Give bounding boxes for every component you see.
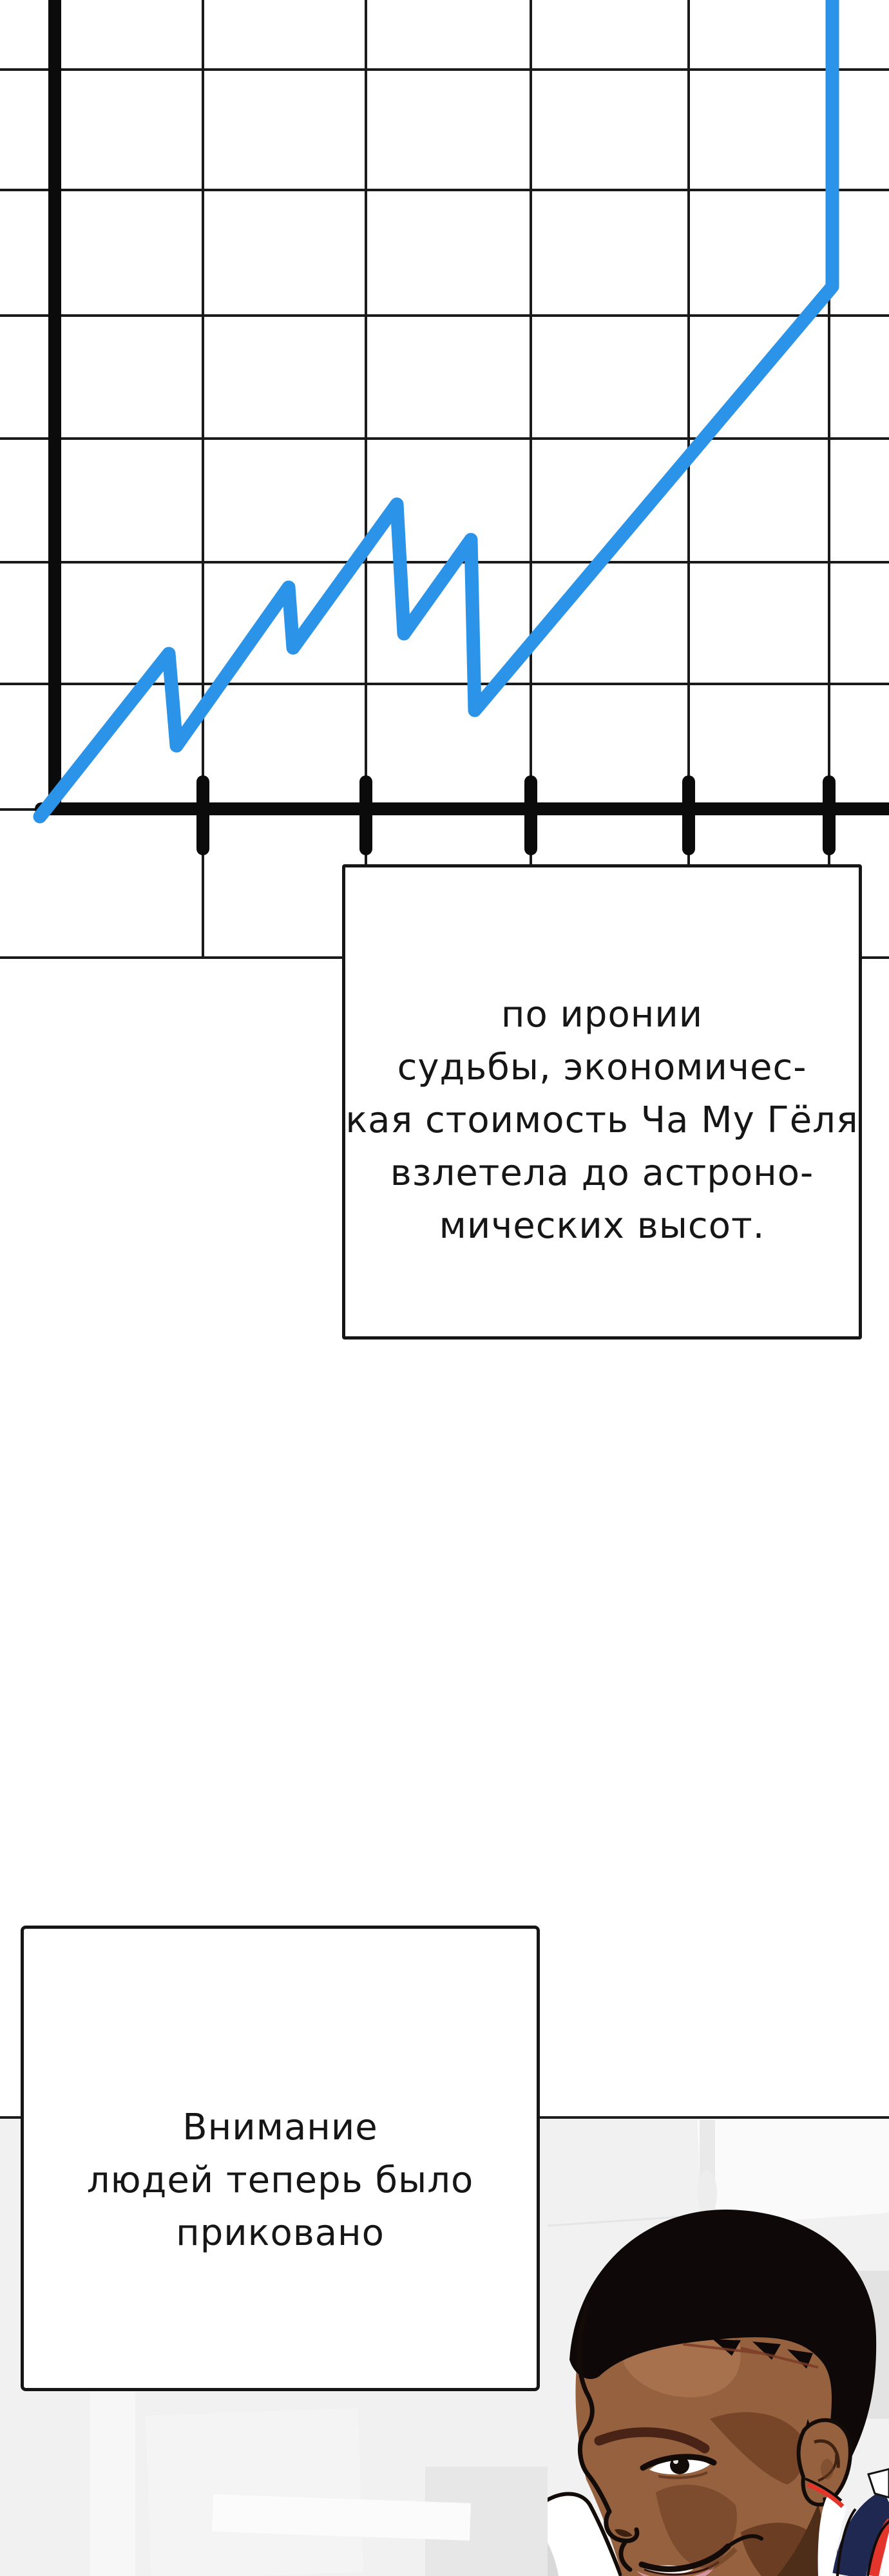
shirt-corner bbox=[867, 2468, 889, 2499]
narration-line: по иронии bbox=[501, 994, 703, 1036]
hairline-strands bbox=[712, 2339, 813, 2369]
nose-outline bbox=[604, 2509, 640, 2543]
ear bbox=[796, 2418, 852, 2507]
wall-line bbox=[548, 2116, 889, 2119]
mouth bbox=[636, 2534, 763, 2576]
face-outline bbox=[577, 2302, 640, 2572]
narration-line: судьбы, экономичес- bbox=[397, 1046, 807, 1088]
under-jaw-shadow bbox=[777, 2504, 825, 2576]
narration-line: Внимание bbox=[182, 2107, 378, 2148]
jacket-collar bbox=[805, 2468, 889, 2576]
narration-line: приковано bbox=[176, 2212, 385, 2254]
narration-line: кая стоимость Ча Му Гёля bbox=[345, 1099, 859, 1141]
narration-line: взлетела до астроно- bbox=[390, 1152, 814, 1194]
smile-crease bbox=[726, 2534, 763, 2548]
narration-box-attention: Внимание людей теперь было приковано bbox=[21, 1926, 540, 2391]
character-head bbox=[569, 2210, 877, 2576]
hair bbox=[569, 2210, 877, 2469]
temple-shadow bbox=[710, 2412, 805, 2485]
cheek-shadow bbox=[656, 2485, 737, 2568]
mirror-window-shape bbox=[697, 2116, 889, 2227]
narration-box-economic-value: по иронии судьбы, экономичес- кая стоимо… bbox=[342, 864, 862, 1340]
stock-chart bbox=[0, 0, 889, 959]
character-illustration bbox=[548, 2116, 889, 2576]
smile-line bbox=[638, 2543, 731, 2572]
eyebrow bbox=[594, 2427, 710, 2454]
gym-equipment-shape bbox=[90, 2383, 135, 2576]
left-shoulder bbox=[548, 2492, 623, 2576]
lower-lip bbox=[636, 2566, 715, 2576]
narration-line: людей теперь было bbox=[86, 2159, 474, 2201]
gym-equipment-shape bbox=[145, 2408, 364, 2576]
narration-line: мических высот. bbox=[439, 1205, 765, 1247]
eye bbox=[640, 2454, 717, 2479]
hairline-red-streaks bbox=[682, 2343, 819, 2369]
nostril bbox=[615, 2529, 633, 2537]
